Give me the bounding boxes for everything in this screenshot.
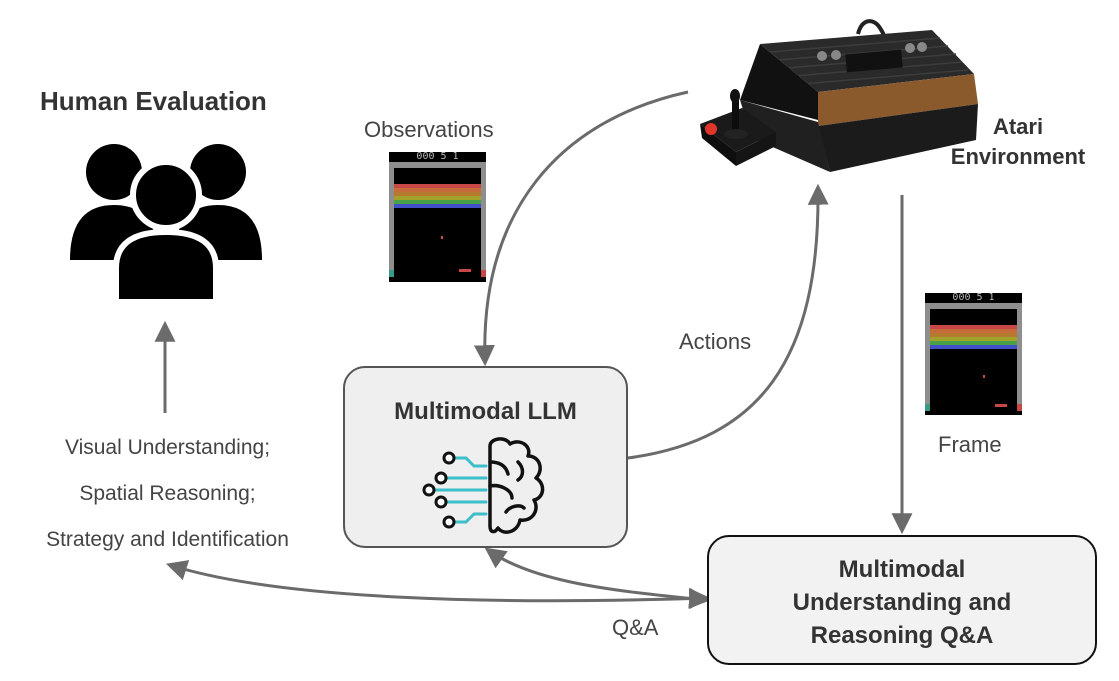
observations-label: Observations xyxy=(364,117,494,142)
criterion-strategy-identification: Strategy and Identification xyxy=(46,528,289,551)
observation-frame: 000 5 1 xyxy=(389,152,486,282)
frame-game-score: 000 5 1 xyxy=(952,292,995,303)
frame-image: 000 5 1 xyxy=(925,293,1022,415)
qa-title-line-2: Understanding and xyxy=(792,589,1012,616)
breakout-game-screen xyxy=(389,152,486,282)
qa-title-line-1: Multimodal xyxy=(838,556,966,583)
qa-box: Multimodal Understanding and Reasoning Q… xyxy=(707,535,1097,665)
game-score: 000 5 1 xyxy=(416,151,459,162)
atari-label-line-1: Atari xyxy=(992,114,1044,139)
atari-environment-label: Atari Environment xyxy=(938,112,1098,172)
qa-llm-arrow xyxy=(484,547,711,609)
observation-arrow xyxy=(473,90,689,367)
actions-label: Actions xyxy=(679,329,752,354)
qa-label: Q&A xyxy=(612,615,659,640)
llm-box-title: Multimodal LLM xyxy=(394,398,577,425)
qa-title-line-3: Reasoning Q&A xyxy=(810,622,994,649)
evaluation-criteria: Visual Understanding; Spatial Reasoning;… xyxy=(15,425,320,563)
brain-circuit-icon xyxy=(422,437,545,534)
qa-box-title: Multimodal Understanding and Reasoning Q… xyxy=(709,553,1095,652)
qa-criteria-arrow xyxy=(165,560,711,610)
multimodal-llm-box: Multimodal LLM xyxy=(343,366,628,548)
criterion-visual-understanding: Visual Understanding; xyxy=(64,436,271,459)
criterion-spatial-reasoning: Spatial Reasoning; xyxy=(79,482,256,505)
action-arrow xyxy=(627,183,829,460)
atari-label-line-2: Environment xyxy=(950,144,1086,169)
frame-label: Frame xyxy=(938,432,1002,457)
human-evaluation-title: Human Evaluation xyxy=(40,86,267,116)
frame-game-screen xyxy=(925,293,1022,415)
